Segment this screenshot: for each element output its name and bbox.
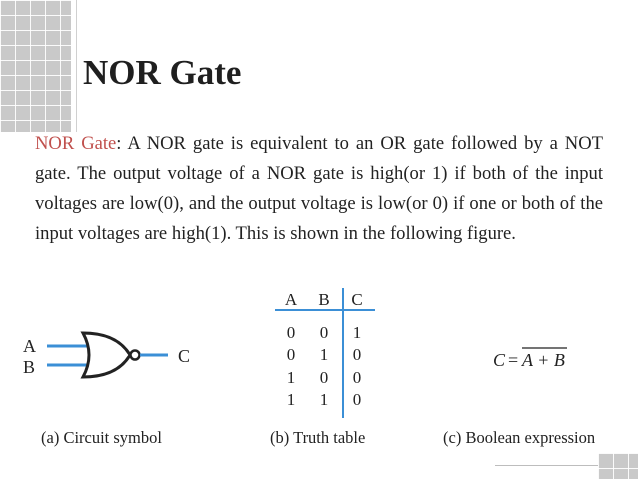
input-a-label: A bbox=[23, 336, 36, 356]
expr-rhs: A + B bbox=[521, 350, 565, 370]
truth-cell: 0 bbox=[353, 390, 362, 409]
truth-cell: 1 bbox=[320, 390, 329, 409]
caption-circuit: (a) Circuit symbol bbox=[41, 428, 162, 447]
corner-grid-decoration bbox=[598, 453, 638, 479]
description-text: : A NOR gate is equivalent to an OR gate… bbox=[35, 133, 603, 244]
inverter-bubble bbox=[129, 349, 141, 361]
title-divider bbox=[76, 0, 77, 132]
truth-cell: 1 bbox=[287, 390, 296, 409]
truth-cell: 0 bbox=[287, 345, 296, 364]
description-paragraph: NOR Gate: A NOR gate is equivalent to an… bbox=[35, 129, 603, 249]
truth-header-a: A bbox=[285, 290, 298, 309]
truth-cell: 0 bbox=[353, 345, 362, 364]
truth-cell: 0 bbox=[353, 368, 362, 387]
input-b-label: B bbox=[23, 357, 35, 377]
output-label: C bbox=[178, 346, 190, 366]
expr-lhs: C bbox=[493, 350, 506, 370]
truth-cell: 0 bbox=[320, 323, 329, 342]
highlight-term: NOR Gate bbox=[35, 133, 117, 154]
footer-divider bbox=[495, 465, 638, 466]
nor-gate-body bbox=[80, 331, 132, 379]
caption-boolean: (c) Boolean expression bbox=[443, 428, 596, 447]
caption-truth-table: (b) Truth table bbox=[270, 428, 366, 447]
slide-title: NOR Gate bbox=[83, 53, 242, 92]
expr-equals: = bbox=[508, 350, 518, 370]
truth-header-b: B bbox=[318, 290, 329, 309]
truth-table: A B C 0 0 1 0 1 0 1 0 0 1 1 0 bbox=[275, 288, 375, 418]
grid-decoration bbox=[0, 0, 71, 132]
truth-cell: 0 bbox=[287, 323, 296, 342]
nor-circuit-symbol: A B C bbox=[23, 331, 190, 379]
truth-cell: 1 bbox=[320, 345, 329, 364]
truth-cell: 0 bbox=[320, 368, 329, 387]
boolean-expression: C = A + B bbox=[493, 347, 567, 370]
truth-cell: 1 bbox=[287, 368, 296, 387]
truth-cell: 1 bbox=[353, 323, 362, 342]
truth-header-c: C bbox=[351, 290, 362, 309]
